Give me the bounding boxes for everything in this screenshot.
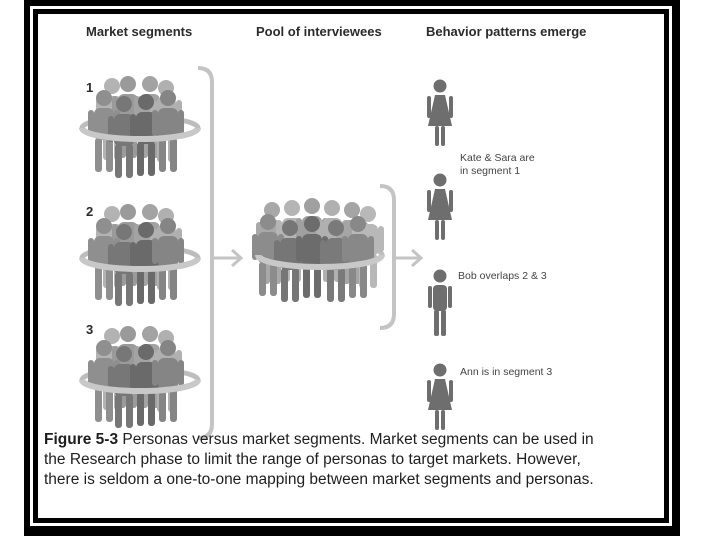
heading-pool: Pool of interviewees bbox=[256, 24, 382, 39]
note-kate-sara-line1: Kate & Sara are bbox=[460, 152, 535, 164]
note-ann: Ann is in segment 3 bbox=[460, 366, 553, 378]
arrow-to-patterns bbox=[396, 248, 424, 268]
figure-caption-text: Personas versus market segments. Market … bbox=[44, 431, 594, 488]
segment-group-3 bbox=[79, 326, 201, 428]
figure-label: Figure 5-3 bbox=[44, 431, 119, 448]
figure-caption: Figure 5-3 Personas versus market segmen… bbox=[44, 430, 614, 490]
note-kate-sara: Kate & Sara are in segment 1 bbox=[460, 152, 535, 178]
heading-behavior: Behavior patterns emerge bbox=[426, 24, 587, 39]
note-bob: Bob overlaps 2 & 3 bbox=[458, 270, 547, 282]
arrow-to-pool bbox=[214, 248, 244, 268]
pool-bracket bbox=[379, 184, 396, 330]
segments-bracket bbox=[197, 66, 214, 440]
segment-ring-front bbox=[79, 127, 201, 142]
segment-number-1: 1 bbox=[86, 80, 94, 95]
segment-number-2: 2 bbox=[86, 204, 94, 219]
segment-group-2 bbox=[79, 204, 201, 306]
persona-sara bbox=[427, 173, 453, 240]
interviewee-pool bbox=[252, 198, 385, 302]
persona-bob bbox=[428, 269, 452, 336]
segment-number-3: 3 bbox=[86, 322, 94, 337]
persona-ann bbox=[427, 363, 453, 430]
persona-kate bbox=[427, 79, 453, 146]
segment-group-1 bbox=[79, 76, 201, 178]
note-kate-sara-line2: in segment 1 bbox=[460, 165, 521, 177]
heading-market-segments: Market segments bbox=[86, 24, 193, 39]
